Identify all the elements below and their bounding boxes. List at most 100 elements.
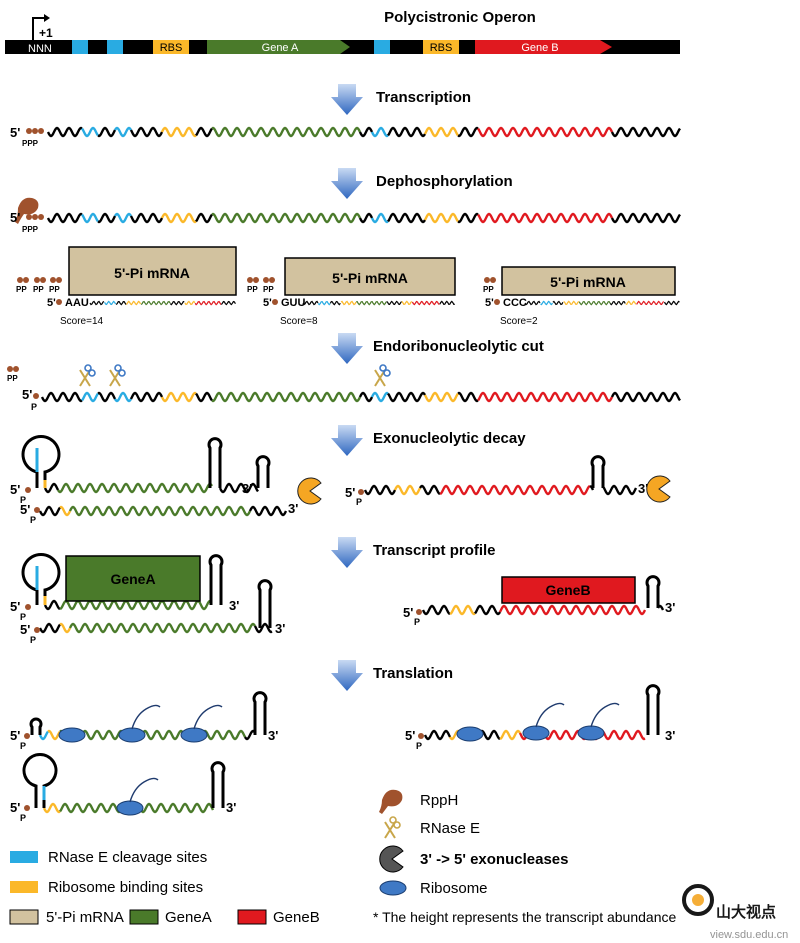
pi-mrna-set-2: PP PP 5'-Pi mRNA 5' GUU Score=8 xyxy=(247,257,456,327)
rpph-icon xyxy=(379,789,403,814)
scissors-icon xyxy=(374,364,391,387)
mrna-segment xyxy=(59,622,72,634)
seq-label: GUU xyxy=(281,297,306,309)
pi-mrna-set-3: PP 5'-Pi mRNA 5' CCC Score=2 xyxy=(483,266,676,327)
pi-mrna-box xyxy=(501,266,676,296)
ribosome-icon xyxy=(522,725,550,741)
mrna-segment xyxy=(46,126,83,138)
legend-rbs: Ribosome binding sites xyxy=(48,879,203,896)
cleavage-site-1 xyxy=(72,40,88,54)
mrna-segment xyxy=(449,604,476,616)
ribosome-icon xyxy=(116,800,144,816)
svg-text:5': 5' xyxy=(10,728,20,743)
mrna-segment xyxy=(610,212,681,224)
mrna-segment xyxy=(610,391,681,403)
down-arrow-icon xyxy=(331,425,363,456)
step-endo: Endoribonucleolytic cut xyxy=(331,333,544,364)
mrna-segment xyxy=(423,729,452,741)
rnase-e-icon xyxy=(384,816,401,839)
mrna-segment xyxy=(68,505,252,517)
rbs-1 xyxy=(153,40,189,54)
down-arrow-icon xyxy=(331,168,363,199)
mrna-segment xyxy=(220,300,236,306)
mrna-segment xyxy=(439,300,455,305)
svg-text:5': 5' xyxy=(403,605,413,620)
gene-a-label: GeneA xyxy=(110,571,155,587)
transcript-rpph: 5' PPP xyxy=(10,197,44,234)
mrna-segment xyxy=(356,301,387,306)
mrna-segment xyxy=(457,212,479,224)
mrna-segment xyxy=(160,391,197,403)
mrna-segment xyxy=(253,622,273,634)
legend: RNase E cleavage sites Ribosome binding … xyxy=(9,789,676,926)
svg-text:5': 5' xyxy=(10,482,20,497)
down-arrow-icon xyxy=(331,537,363,568)
step-label: Translation xyxy=(373,665,453,682)
mrna-segment xyxy=(194,300,222,306)
mrna-segment xyxy=(114,212,132,224)
legend-gene-b: GeneB xyxy=(273,909,320,926)
mrna-segment xyxy=(195,212,213,224)
mrna-segment xyxy=(540,300,554,306)
svg-text:3': 3' xyxy=(226,800,236,815)
svg-text:P: P xyxy=(20,741,26,751)
gene-a-block xyxy=(207,40,350,54)
svg-text:P: P xyxy=(20,612,26,622)
mrna-segment xyxy=(97,126,117,138)
svg-text:5': 5' xyxy=(20,622,30,637)
svg-text:5': 5' xyxy=(10,599,20,614)
svg-text:P: P xyxy=(356,497,362,507)
mrna-segment xyxy=(411,300,440,306)
mrna-segment xyxy=(97,391,117,403)
mrna-segment xyxy=(317,301,331,306)
svg-text:3': 3' xyxy=(275,621,285,636)
mrna-segment xyxy=(140,300,171,306)
svg-text:P: P xyxy=(30,515,36,525)
mrna-segment xyxy=(474,604,501,616)
mrna-segment xyxy=(340,300,357,306)
legend-cleavage: RNase E cleavage sites xyxy=(48,849,207,866)
pi-mrna-label: 5'-Pi mRNA xyxy=(114,265,190,281)
decay-right: 5' P 3' xyxy=(345,455,671,507)
profile: 5' P GeneA 3' 5' P 3' GeneB 5' P 3' xyxy=(10,552,675,645)
mrna-segment xyxy=(401,300,413,305)
mrna-segment xyxy=(499,729,521,741)
mrna-segment xyxy=(81,391,99,403)
mrna-segment xyxy=(115,301,127,306)
mrna-segment xyxy=(114,126,132,138)
mrna-segment xyxy=(393,484,422,496)
nascent-peptide xyxy=(193,704,223,730)
mrna-segment xyxy=(370,126,389,138)
mrna-segment xyxy=(302,300,319,306)
mrna-segment xyxy=(160,212,197,224)
mrna-segment xyxy=(423,212,459,224)
pi-mrna-box xyxy=(284,257,456,296)
mrna-waves xyxy=(38,126,681,814)
exonuclease-icon xyxy=(646,475,671,503)
svg-text:3': 3' xyxy=(665,600,675,615)
gene-a-label: Gene A xyxy=(262,42,299,54)
mrna-segment xyxy=(125,300,142,306)
mrna-segment xyxy=(363,484,397,496)
gene-b-abundance-box xyxy=(501,576,636,604)
mrna-segment xyxy=(211,391,362,403)
mrna-segment xyxy=(609,301,626,306)
mrna-segment xyxy=(439,484,591,496)
mrna-segment xyxy=(160,126,197,138)
svg-text:P: P xyxy=(20,495,26,505)
transcript-triphosphate: 5' PPP xyxy=(10,125,44,148)
gene-b-block xyxy=(475,40,612,54)
gene-b-label: GeneB xyxy=(545,582,590,598)
ribosome-icon xyxy=(180,727,208,743)
exonuclease-icon xyxy=(297,477,322,505)
mrna-segment xyxy=(358,391,374,403)
mrna-segment xyxy=(43,599,61,611)
mrna-segment xyxy=(610,126,681,138)
step-translation: Translation xyxy=(331,660,453,691)
cleavage-site-3 xyxy=(374,40,390,54)
legend-swatch-cleavage xyxy=(10,851,38,863)
svg-text:5': 5' xyxy=(405,728,415,743)
mrna-segment xyxy=(358,126,374,138)
watermark-brand: 山大视点 xyxy=(716,903,776,921)
svg-text:P: P xyxy=(31,402,37,412)
